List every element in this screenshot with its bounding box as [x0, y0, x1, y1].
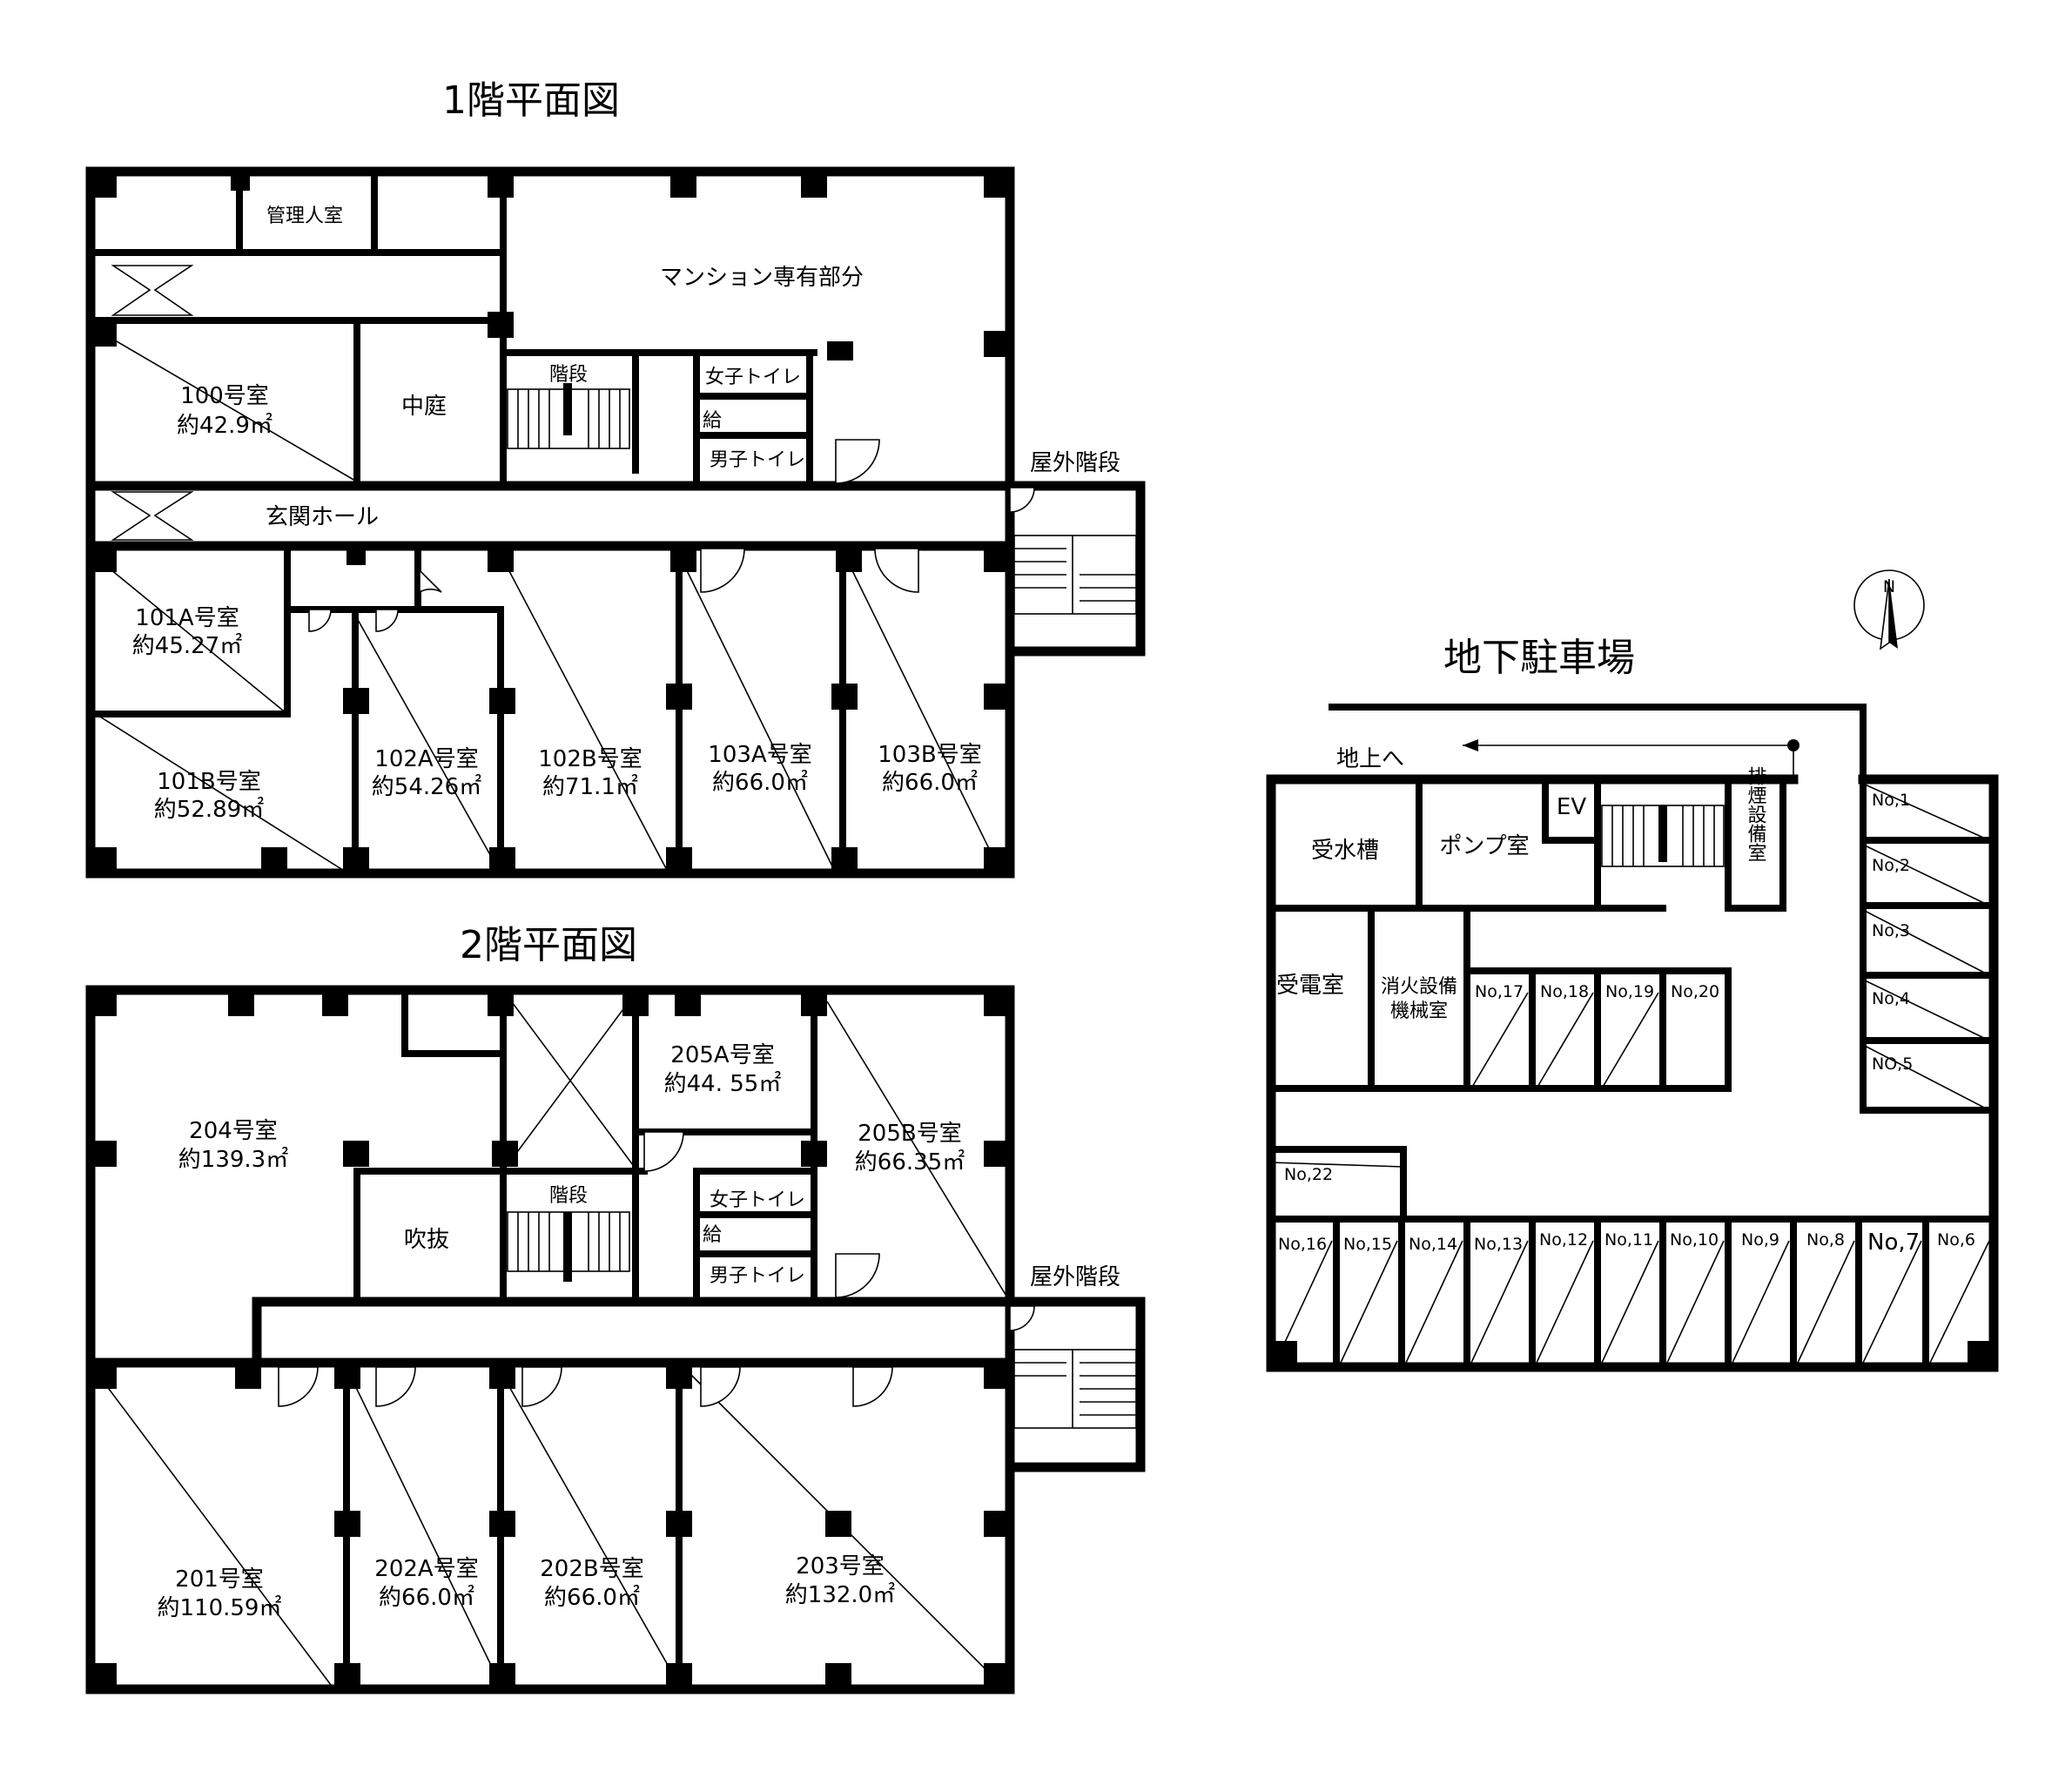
label-pump: ポンプ室 [1439, 833, 1529, 859]
label-100-area: 約42.9㎡ [177, 413, 272, 439]
label-women-toilet: 女子トイレ [705, 367, 801, 388]
label-103b-name: 103B号室 [878, 742, 981, 768]
label-chijo: 地上へ [1336, 746, 1404, 772]
floor-2-outdoor-stair [1013, 1349, 1137, 1429]
floor-1-doors [308, 439, 1035, 632]
parking-space-20: No,20 [1671, 982, 1719, 1001]
parking-space-10: No,10 [1670, 1230, 1719, 1250]
label-203-area: 約132.0㎡ [785, 1582, 895, 1608]
label-201-area: 約110.59㎡ [158, 1595, 282, 1621]
parking-space-6: No,6 [1937, 1230, 1975, 1250]
parking-space-4: No,4 [1872, 989, 1910, 1008]
parking-space-14: No,14 [1409, 1235, 1457, 1254]
label-outdoor-stair: 屋外階段 [1030, 450, 1120, 476]
parking-space-17: No,17 [1475, 982, 1524, 1001]
label-men-toilet-2: 男子トイレ [710, 1265, 805, 1287]
label-stair-2: 階段 [549, 1185, 588, 1207]
parking-space-15: No,15 [1343, 1235, 1392, 1254]
label-women-toilet-2: 女子トイレ [710, 1189, 805, 1211]
label-102a-name: 102A号室 [374, 746, 478, 772]
floor-2-title: 2階平面図 [460, 923, 637, 967]
label-haien: 排煙設備室 [1745, 766, 1767, 862]
floor-2-columns [91, 990, 1010, 1689]
parking-space-2: No,2 [1872, 856, 1910, 875]
label-205b-area: 約66.35㎡ [855, 1149, 965, 1176]
parking-space-8: No,8 [1806, 1230, 1845, 1250]
floor-1-columns [91, 172, 1010, 873]
label-kyu-2: 給 [703, 1224, 722, 1246]
floor-2-labels: 204号室 約139.3㎡ 205A号室 約44. 55㎡ 205B号室 約66… [158, 1042, 1121, 1621]
floor-2-plan: 2階平面図 [85, 923, 1146, 1694]
floor-1-outdoor-stair [1013, 535, 1137, 615]
label-103a-name: 103A号室 [708, 742, 811, 768]
floor-1-walls [85, 166, 1146, 879]
label-ev: EV [1557, 794, 1586, 820]
compass-icon: N [1853, 569, 1925, 650]
label-201-name: 201号室 [175, 1566, 264, 1593]
label-juden: 受電室 [1276, 973, 1344, 999]
label-103b-area: 約66.0㎡ [882, 770, 978, 796]
floor-1-plan: 1階平面図 [85, 78, 1146, 879]
parking-space-19: No,19 [1605, 982, 1654, 1001]
parking-space-5: NO,5 [1872, 1054, 1913, 1074]
label-202b-name: 202B号室 [540, 1556, 643, 1582]
label-202a-name: 202A号室 [374, 1556, 478, 1582]
label-205a-name: 205A号室 [670, 1042, 774, 1068]
label-205a-area: 約44. 55㎡ [664, 1071, 782, 1097]
basement-title: 地下駐車場 [1443, 636, 1635, 680]
label-204-name: 204号室 [189, 1118, 278, 1144]
parking-space-11: No,11 [1604, 1230, 1653, 1250]
parking-space-3: No,3 [1872, 921, 1910, 940]
label-101b-area: 約52.89㎡ [154, 797, 264, 823]
label-kyu: 給 [703, 410, 722, 432]
label-stair: 階段 [549, 364, 588, 386]
label-men-toilet: 男子トイレ [710, 449, 805, 471]
label-genkan: 玄関ホール [266, 504, 379, 530]
floor-1-title: 1階平面図 [442, 78, 620, 123]
parking-space-22: No,22 [1284, 1165, 1333, 1184]
basement-labels: 受水槽 ポンプ室 EV 排煙設備室 受電室 消火設備 機械室 No,1 No,2… [1276, 766, 1975, 1256]
label-101b-name: 101B号室 [157, 769, 260, 795]
floor-1-stair [507, 383, 630, 449]
label-jusuiso: 受水槽 [1311, 838, 1379, 864]
label-102a-area: 約54.26㎡ [372, 774, 481, 800]
basement-parking [1270, 783, 1997, 1371]
label-101a-area: 約45.27㎡ [132, 633, 242, 659]
label-202b-area: 約66.0㎡ [544, 1585, 640, 1611]
label-shoka-2: 機械室 [1390, 1000, 1448, 1022]
parking-space-18: No,18 [1540, 982, 1589, 1001]
parking-space-7: No,7 [1867, 1229, 1920, 1256]
parking-space-13: No,13 [1474, 1235, 1523, 1254]
parking-space-9: No,9 [1741, 1230, 1779, 1250]
parking-space-16: No,16 [1278, 1235, 1327, 1254]
label-103a-area: 約66.0㎡ [712, 770, 808, 796]
label-chutei: 中庭 [401, 394, 447, 420]
label-shoka-1: 消火設備 [1381, 976, 1457, 998]
compass-north-label: N [1883, 577, 1895, 596]
basement-plan: 地下駐車場 N 地上へ [1266, 569, 1999, 1372]
parking-space-1: No,1 [1872, 791, 1910, 810]
label-204-area: 約139.3㎡ [178, 1147, 288, 1173]
floor-1-labels: 管理人室 マンション専有部分 100号室 約42.9㎡ 中庭 階段 女子トイレ … [132, 205, 1120, 823]
label-205b-name: 205B号室 [858, 1121, 961, 1147]
basement-walls [1266, 774, 1999, 1372]
label-outdoor-stair-2: 屋外階段 [1030, 1264, 1120, 1290]
label-fukinuke: 吹抜 [404, 1227, 449, 1253]
label-202a-area: 約66.0㎡ [379, 1585, 474, 1611]
label-101a-name: 101A号室 [135, 605, 239, 631]
label-102b-area: 約71.1㎡ [542, 774, 638, 800]
label-203-name: 203号室 [796, 1553, 885, 1580]
floor-2-doors [278, 1131, 1035, 1407]
floor-1-entrance-doors [111, 265, 194, 541]
floor-1-diagonals [95, 328, 1002, 874]
basement-stair [1601, 805, 1725, 867]
parking-space-12: No,12 [1539, 1230, 1588, 1250]
label-kanrinin: 管理人室 [266, 205, 343, 227]
label-mansion: マンション専有部分 [660, 265, 864, 291]
label-100-name: 100号室 [180, 383, 269, 409]
label-102b-name: 102B号室 [538, 746, 642, 772]
floor-2-stair [507, 1211, 630, 1282]
